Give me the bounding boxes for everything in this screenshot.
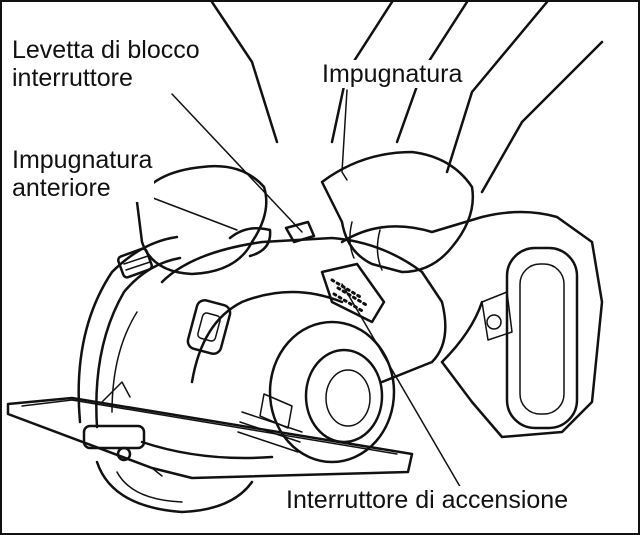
leader-lines: [131, 89, 463, 491]
hands: [135, 150, 474, 276]
label-lock-lever: Levetta di blocco interruttore: [10, 36, 202, 92]
trigger-switch: [320, 262, 386, 324]
rear-handle-battery: [340, 210, 604, 439]
base-plate: [6, 396, 414, 480]
label-lock-lever-line1: Levetta di blocco: [12, 36, 200, 64]
label-front-handle: Impugnatura anteriore: [10, 146, 155, 202]
leader-power-switch: [341, 283, 463, 491]
arm-sleeves: [210, 2, 604, 194]
label-power-switch: Interruttore di accensione: [284, 486, 571, 514]
lock-lever: [284, 220, 316, 244]
front-knob: [186, 298, 232, 356]
leader-handle: [341, 89, 348, 181]
blade-guard: [77, 235, 182, 429]
label-handle: Impugnatura: [320, 60, 465, 88]
label-front-handle-line1: Impugnatura: [12, 146, 153, 174]
leader-lock-lever: [171, 93, 303, 233]
label-lock-lever-line2: interruttore: [12, 64, 133, 92]
label-front-handle-line2: anteriore: [12, 174, 111, 202]
motor-housing: [82, 236, 447, 464]
saw-blade: [95, 460, 254, 514]
